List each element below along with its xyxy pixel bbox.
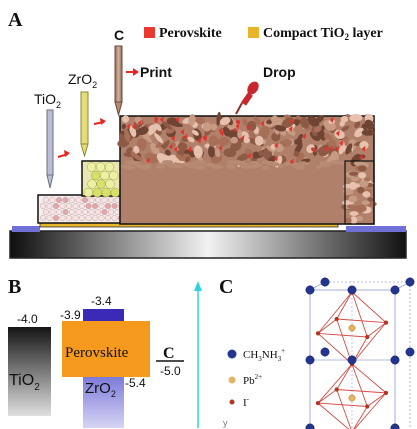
tio2-band	[8, 327, 51, 416]
arrow-icon	[57, 150, 70, 158]
tio2-band-label: TiO2	[9, 372, 40, 393]
panel-c-label: C	[219, 276, 233, 298]
carbon-energy-value: -5.0	[160, 364, 181, 378]
lead-ion-label: Pb2+	[243, 373, 262, 387]
dropper-icon	[233, 81, 259, 132]
carbon-probe: C	[114, 27, 124, 117]
zro2-probe-label: ZrO2	[68, 71, 97, 90]
zro2-probe: ZrO2	[68, 71, 97, 158]
perovskite-left-value: -3.9	[60, 308, 81, 322]
drop-label: Drop	[263, 64, 296, 80]
carbon-label: C	[163, 345, 175, 362]
carbon-layer	[117, 111, 377, 225]
perovskite-band	[62, 321, 150, 377]
panel-a-label: A	[8, 9, 23, 31]
tio2-energy-value: -4.0	[17, 312, 38, 326]
panel-b-label: B	[8, 276, 21, 298]
substrate-base	[9, 230, 407, 259]
arrow-icon	[93, 118, 106, 125]
ion-legend: CH3NH3+ Pb2+ I-	[227, 347, 285, 409]
zro2-band-label: ZrO2	[85, 380, 116, 399]
stack-outline-right	[344, 160, 375, 225]
perovskite-swatch	[144, 27, 155, 38]
fto-right-strip	[346, 226, 406, 232]
perovskite-band-label: Perovskite	[65, 345, 129, 361]
perovskite-crystal-structure	[305, 277, 415, 429]
carbon-probe-label: C	[114, 27, 124, 43]
legend-compact-tio2-label: Compact TiO2 layer	[263, 26, 383, 42]
zro2-band	[83, 376, 124, 428]
panel-a-legend: Perovskite Compact TiO2 layer	[144, 26, 383, 42]
legend-perovskite-label: Perovskite	[159, 26, 222, 41]
carbon-particles	[117, 111, 377, 224]
crystal-axis-label: y	[223, 418, 228, 428]
lead-ion-marker	[228, 376, 236, 384]
arrow-icon	[126, 68, 139, 76]
iodide-ion-marker	[229, 399, 235, 405]
energy-axis-arrow	[194, 281, 202, 428]
fto-left-strip	[12, 226, 40, 232]
tio2-probe: TiO2	[34, 91, 61, 189]
methylammonium-label: CH3NH3+	[243, 347, 285, 363]
tio2-probe-label: TiO2	[34, 91, 61, 110]
perovskite-bottom-value: -5.4	[125, 376, 146, 390]
compact-tio2-swatch	[248, 27, 259, 38]
perovskite-top-value: -3.4	[91, 294, 112, 308]
methylammonium-marker	[227, 349, 237, 359]
print-arrows	[57, 68, 139, 158]
iodide-ion-label: I-	[243, 395, 250, 409]
print-label: Print	[140, 64, 172, 80]
